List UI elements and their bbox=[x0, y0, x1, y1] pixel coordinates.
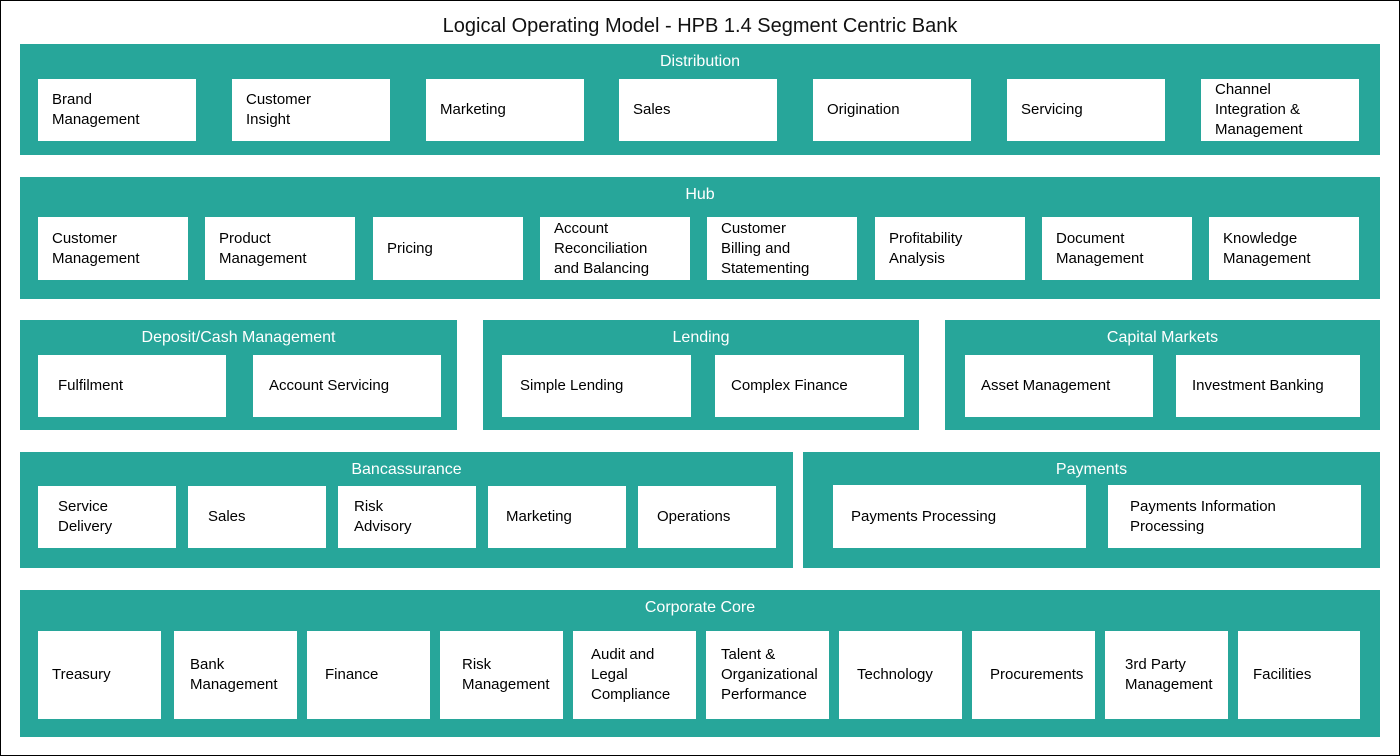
box-sales: Sales bbox=[619, 79, 777, 141]
box-brand-management: Brand Management bbox=[38, 79, 196, 141]
box-marketing: Marketing bbox=[426, 79, 584, 141]
box-channel-integration: Channel Integration & Management bbox=[1201, 79, 1359, 141]
box-finance: Finance bbox=[307, 631, 430, 719]
section-distribution: Distribution Brand Management Customer I… bbox=[20, 44, 1380, 155]
box-complex-finance: Complex Finance bbox=[715, 355, 904, 417]
box-marketing-bancassurance: Marketing bbox=[488, 486, 626, 548]
box-profitability-analysis: Profitability Analysis bbox=[875, 217, 1025, 280]
box-payments-processing: Payments Processing bbox=[833, 485, 1086, 548]
box-procurements: Procurements bbox=[972, 631, 1095, 719]
box-bank-management: Bank Management bbox=[174, 631, 297, 719]
box-simple-lending: Simple Lending bbox=[502, 355, 691, 417]
box-sales-bancassurance: Sales bbox=[188, 486, 326, 548]
box-servicing: Servicing bbox=[1007, 79, 1165, 141]
box-operations: Operations bbox=[638, 486, 776, 548]
box-3rd-party-management: 3rd Party Management bbox=[1105, 631, 1228, 719]
section-bancassurance: Bancassurance Service Delivery Sales Ris… bbox=[20, 452, 793, 568]
section-title-deposit: Deposit/Cash Management bbox=[141, 329, 336, 346]
section-capital-markets: Capital Markets Asset Management Investm… bbox=[945, 320, 1380, 430]
section-payments: Payments Payments Processing Payments In… bbox=[803, 452, 1380, 568]
section-title-corporate: Corporate Core bbox=[644, 599, 756, 616]
box-technology: Technology bbox=[839, 631, 962, 719]
section-corporate-core: Corporate Core Treasury Bank Management … bbox=[20, 590, 1380, 737]
box-account-reconciliation: Account Reconciliation and Balancing bbox=[540, 217, 690, 280]
section-hub: Hub Customer Management Product Manageme… bbox=[20, 177, 1380, 299]
box-fulfilment: Fulfilment bbox=[38, 355, 226, 417]
box-account-servicing: Account Servicing bbox=[253, 355, 441, 417]
section-title-hub: Hub bbox=[685, 186, 715, 203]
section-title-bancassurance: Bancassurance bbox=[351, 461, 462, 478]
box-customer-management: Customer Management bbox=[38, 217, 188, 280]
box-risk-management: Risk Management bbox=[440, 631, 563, 719]
box-talent-organizational: Talent & Organizational Performance bbox=[706, 631, 829, 719]
box-service-delivery: Service Delivery bbox=[38, 486, 176, 548]
box-audit-legal-compliance: Audit and Legal Compliance bbox=[573, 631, 696, 719]
box-customer-billing: Customer Billing and Statementing bbox=[707, 217, 857, 280]
section-title-distribution: Distribution bbox=[659, 53, 741, 70]
box-facilities: Facilities bbox=[1238, 631, 1360, 719]
diagram-title: Logical Operating Model - HPB 1.4 Segmen… bbox=[442, 15, 958, 37]
box-pricing: Pricing bbox=[373, 217, 523, 280]
box-payments-information-processing: Payments Information Processing bbox=[1108, 485, 1361, 548]
box-treasury: Treasury bbox=[38, 631, 161, 719]
box-investment-banking: Investment Banking bbox=[1176, 355, 1360, 417]
box-knowledge-management: Knowledge Management bbox=[1209, 217, 1359, 280]
box-asset-management: Asset Management bbox=[965, 355, 1153, 417]
box-document-management: Document Management bbox=[1042, 217, 1192, 280]
section-deposit-cash: Deposit/Cash Management Fulfilment Accou… bbox=[20, 320, 457, 430]
box-origination: Origination bbox=[813, 79, 971, 141]
section-lending: Lending Simple Lending Complex Finance bbox=[483, 320, 919, 430]
section-title-lending: Lending bbox=[672, 329, 730, 346]
section-title-payments: Payments bbox=[1055, 461, 1128, 478]
section-title-capital: Capital Markets bbox=[1106, 329, 1219, 346]
box-product-management: Product Management bbox=[205, 217, 355, 280]
box-risk-advisory: Risk Advisory bbox=[338, 486, 476, 548]
box-customer-insight: Customer Insight bbox=[232, 79, 390, 141]
